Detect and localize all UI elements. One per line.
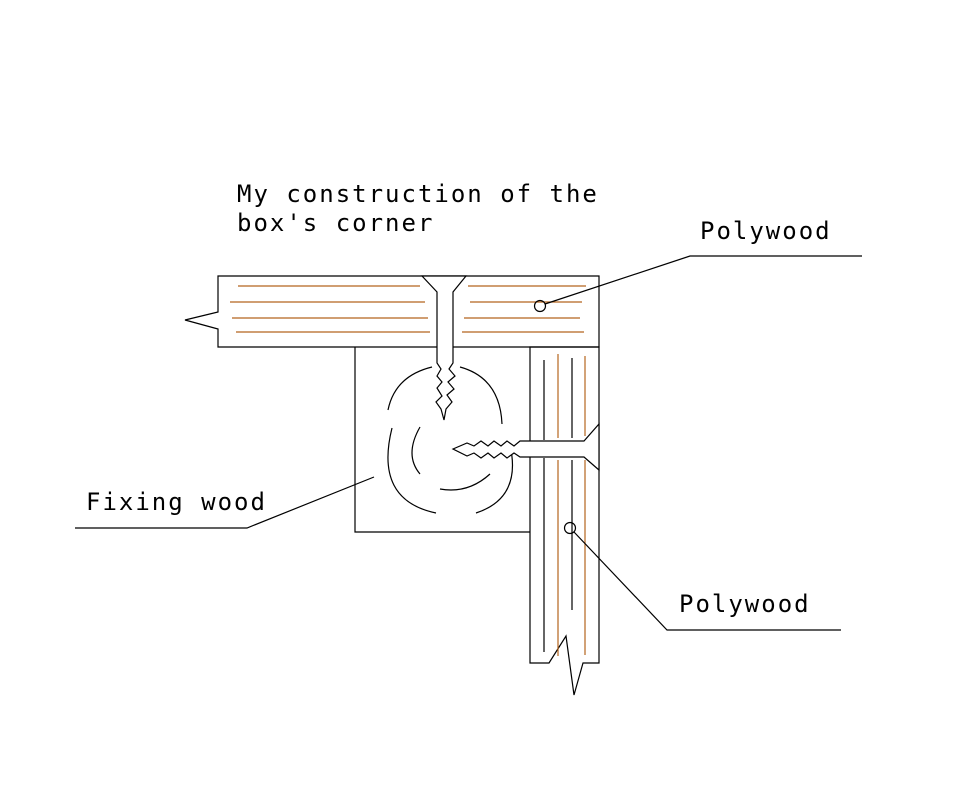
vertical-plywood-board [529, 346, 600, 696]
title-line-2: box's corner [237, 209, 434, 237]
top-board-grain [230, 285, 586, 333]
label-polywood-bottom: Polywood [679, 590, 811, 618]
vertical-board-grain [543, 354, 586, 656]
label-fixing-wood: Fixing wood [86, 488, 267, 516]
fixing-wood-block [354, 347, 530, 533]
leader-polywood-top [533, 255, 862, 313]
top-plywood-board [184, 275, 600, 348]
label-polywood-top: Polywood [700, 217, 832, 245]
title-line-1: My construction of the [237, 180, 599, 208]
fixing-wood-grain-rings [387, 366, 514, 514]
vertical-screw [420, 275, 468, 421]
leader-polywood-bottom [563, 521, 841, 631]
leader-fixing-wood [75, 476, 375, 529]
horizontal-screw [451, 422, 600, 472]
